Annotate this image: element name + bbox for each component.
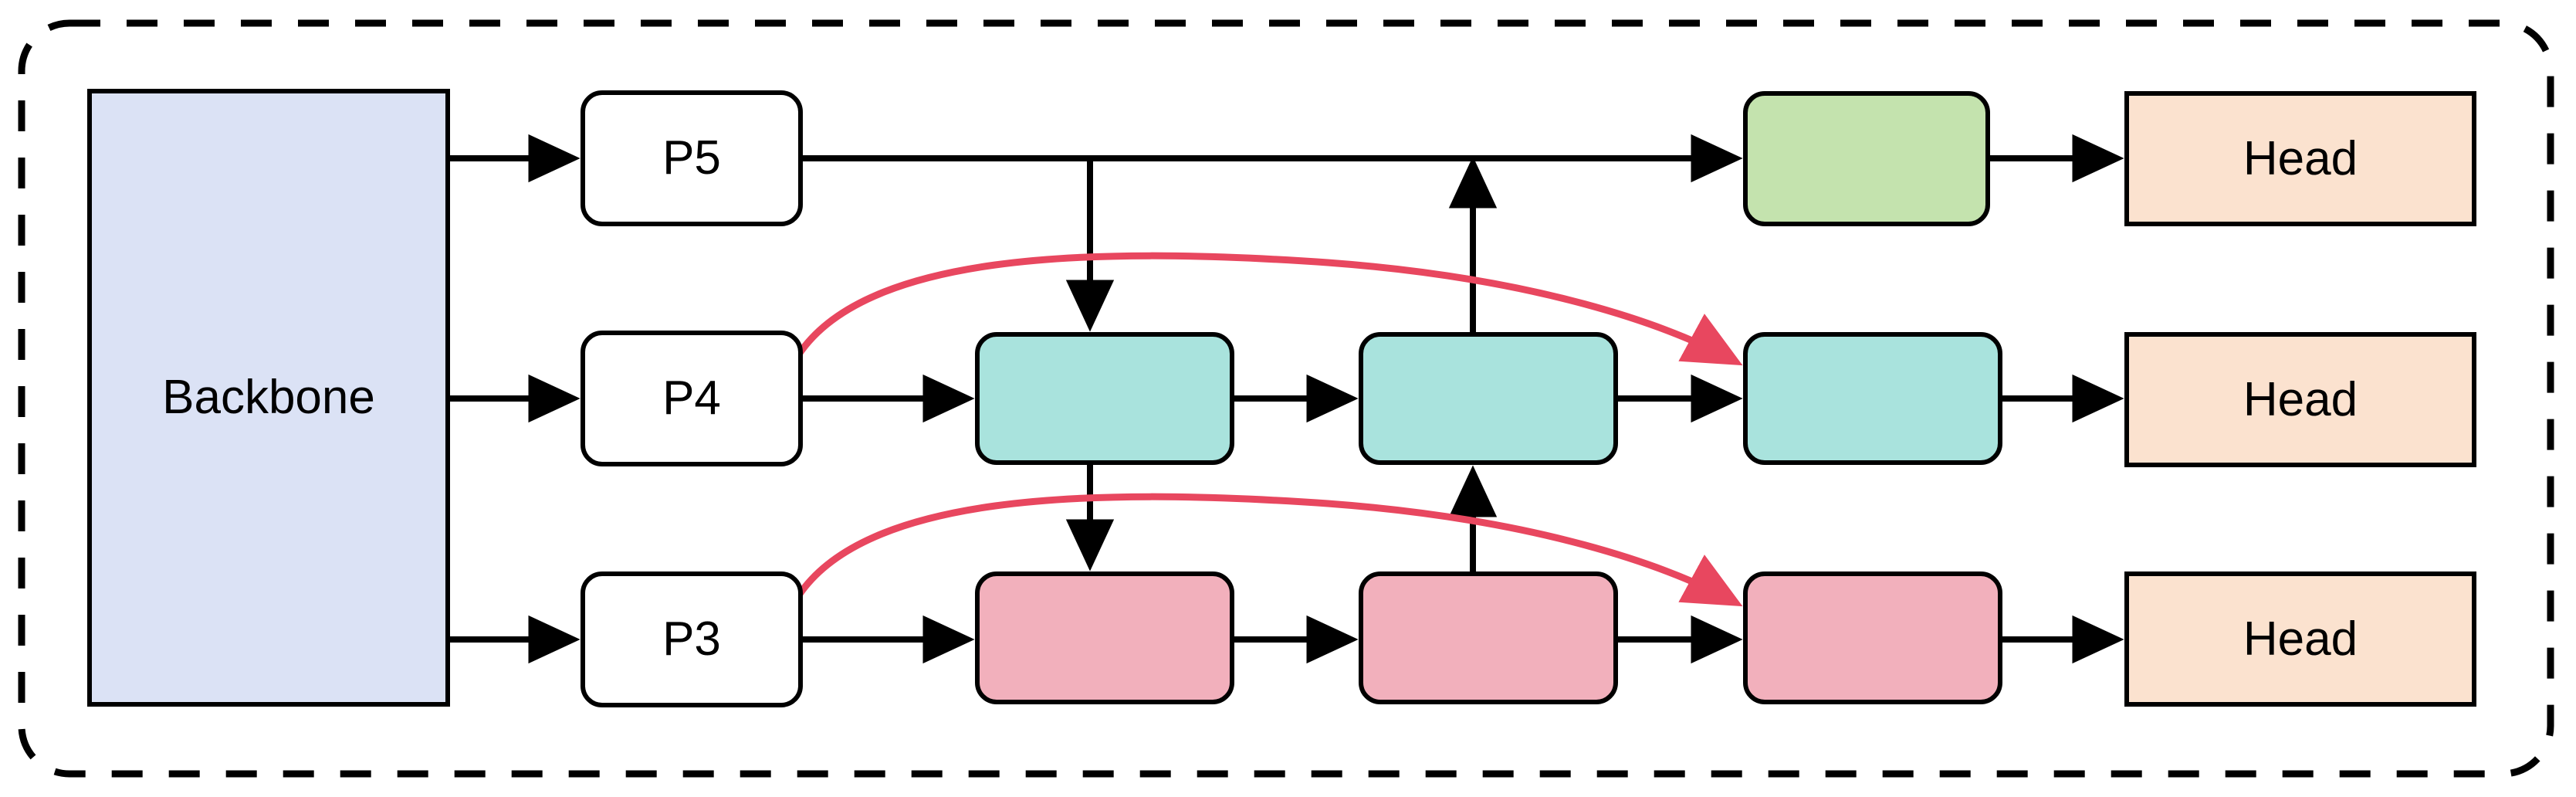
node-p5[interactable]: P5 [581,90,803,226]
node-head-mid-label: Head [2243,372,2358,426]
node-p3[interactable]: P3 [581,571,803,707]
node-teal-3[interactable] [1743,332,2002,465]
node-head-mid[interactable]: Head [2124,332,2476,467]
node-backbone-label: Backbone [162,371,375,424]
node-red-1[interactable] [975,571,1234,704]
node-teal-1[interactable] [975,332,1234,465]
node-green-1[interactable] [1743,91,1990,226]
node-head-top-label: Head [2243,131,2358,185]
dashed-container-border [18,19,2554,778]
node-p4-label: P4 [662,371,721,425]
node-red-3[interactable] [1743,571,2002,704]
node-p3-label: P3 [662,612,721,666]
node-p4[interactable]: P4 [581,331,803,466]
node-red-2[interactable] [1359,571,1618,704]
node-head-bot-label: Head [2243,612,2358,666]
node-head-bot[interactable]: Head [2124,571,2476,707]
node-teal-2[interactable] [1359,332,1618,465]
node-backbone[interactable]: Backbone [87,89,450,707]
node-p5-label: P5 [662,131,721,185]
node-head-top[interactable]: Head [2124,91,2476,226]
edge-p3-skip-to-red3 [795,493,1743,607]
edge-p4-skip-to-teal3 [795,252,1743,366]
